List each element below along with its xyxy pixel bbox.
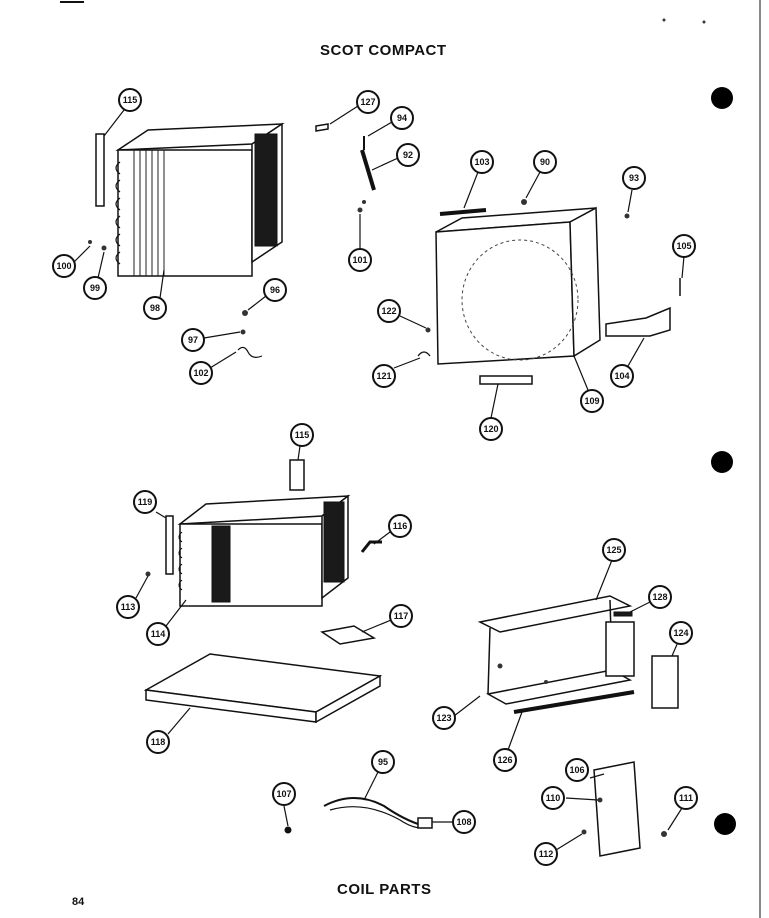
callout-92: 92 xyxy=(396,143,420,167)
svg-text:92: 92 xyxy=(403,150,413,160)
svg-text:113: 113 xyxy=(121,602,136,612)
svg-text:110: 110 xyxy=(546,793,561,803)
page-number: 84 xyxy=(72,896,85,908)
callout-90: 90 xyxy=(533,150,557,174)
svg-text:116: 116 xyxy=(393,521,408,531)
callout-93: 93 xyxy=(622,166,646,190)
svg-text:107: 107 xyxy=(276,789,291,799)
callout-98: 98 xyxy=(143,296,167,320)
leader-lines xyxy=(73,105,685,851)
svg-text:97: 97 xyxy=(188,335,198,345)
mounting-bracket xyxy=(605,278,681,337)
callout-102: 102 xyxy=(189,361,213,385)
callout-107: 107 xyxy=(272,782,296,806)
svg-text:126: 126 xyxy=(497,755,512,765)
svg-text:115: 115 xyxy=(123,95,138,105)
diagram-title: SCOT COMPACT xyxy=(320,42,447,59)
cover-plate xyxy=(581,761,667,857)
callout-97: 97 xyxy=(181,328,205,352)
svg-text:96: 96 xyxy=(270,285,280,295)
svg-text:114: 114 xyxy=(151,629,166,639)
svg-text:95: 95 xyxy=(378,757,388,767)
callout-122: 122 xyxy=(377,299,401,323)
callout-111: 111 xyxy=(674,786,698,810)
callout-96: 96 xyxy=(263,278,287,302)
callout-121: 121 xyxy=(372,364,396,388)
svg-text:122: 122 xyxy=(381,306,396,316)
callout-127: 127 xyxy=(356,90,380,114)
svg-text:120: 120 xyxy=(483,424,498,434)
control-box xyxy=(477,595,679,714)
wire-harness xyxy=(284,797,433,834)
callout-118: 118 xyxy=(146,730,170,754)
callout-109: 109 xyxy=(580,389,604,413)
svg-text:90: 90 xyxy=(540,157,550,167)
callout-125: 125 xyxy=(602,538,626,562)
callout-124: 124 xyxy=(669,621,693,645)
svg-text:109: 109 xyxy=(584,396,599,406)
callout-126: 126 xyxy=(493,748,517,772)
punch-hole xyxy=(711,87,733,109)
callout-113: 113 xyxy=(116,595,140,619)
callout-117: 117 xyxy=(389,604,413,628)
callout-101: 101 xyxy=(348,248,372,272)
svg-text:127: 127 xyxy=(360,97,375,107)
svg-text:125: 125 xyxy=(606,545,621,555)
callout-105: 105 xyxy=(672,234,696,258)
callout-106: 106 xyxy=(565,758,589,782)
lower-coil-assembly xyxy=(145,459,382,607)
callout-120: 120 xyxy=(479,417,503,441)
svg-text:111: 111 xyxy=(679,793,693,803)
callout-128: 128 xyxy=(648,585,672,609)
svg-text:123: 123 xyxy=(436,713,451,723)
coil-bracket xyxy=(320,625,377,645)
svg-text:94: 94 xyxy=(397,113,407,123)
svg-text:108: 108 xyxy=(456,817,471,827)
svg-text:99: 99 xyxy=(90,283,100,293)
svg-text:128: 128 xyxy=(652,592,667,602)
svg-text:102: 102 xyxy=(193,368,208,378)
svg-text:93: 93 xyxy=(629,173,639,183)
svg-text:112: 112 xyxy=(539,849,554,859)
upper-coil-assembly xyxy=(95,122,285,277)
callout-114: 114 xyxy=(146,622,170,646)
svg-text:103: 103 xyxy=(474,157,489,167)
callout-94: 94 xyxy=(390,106,414,130)
callout-100: 100 xyxy=(52,254,76,278)
svg-text:104: 104 xyxy=(614,371,629,381)
drain-pan xyxy=(143,653,383,724)
callout-95: 95 xyxy=(371,750,395,774)
svg-text:124: 124 xyxy=(673,628,688,638)
callout-115-bottom: 115 xyxy=(290,423,314,447)
callout-99: 99 xyxy=(83,276,107,300)
svg-text:100: 100 xyxy=(56,261,71,271)
svg-text:105: 105 xyxy=(676,241,691,251)
callout-123: 123 xyxy=(432,706,456,730)
svg-text:117: 117 xyxy=(394,611,409,621)
fan-shroud xyxy=(417,199,630,385)
callout-104: 104 xyxy=(610,364,634,388)
svg-text:115: 115 xyxy=(295,430,310,440)
callout-112: 112 xyxy=(534,842,558,866)
callout-110: 110 xyxy=(541,786,565,810)
callout-116: 116 xyxy=(388,514,412,538)
svg-text:101: 101 xyxy=(352,255,367,265)
svg-text:119: 119 xyxy=(138,497,153,507)
diagram-caption: COIL PARTS xyxy=(337,881,432,898)
punch-hole xyxy=(714,813,736,835)
punch-hole xyxy=(711,451,733,473)
svg-text:121: 121 xyxy=(376,371,391,381)
svg-text:106: 106 xyxy=(569,765,584,775)
callout-108: 108 xyxy=(452,810,476,834)
callout-119: 119 xyxy=(133,490,157,514)
upper-small-parts xyxy=(88,123,376,358)
svg-text:118: 118 xyxy=(151,737,166,747)
svg-text:98: 98 xyxy=(150,303,160,313)
callout-103: 103 xyxy=(470,150,494,174)
callout-115-top: 115 xyxy=(118,88,142,112)
